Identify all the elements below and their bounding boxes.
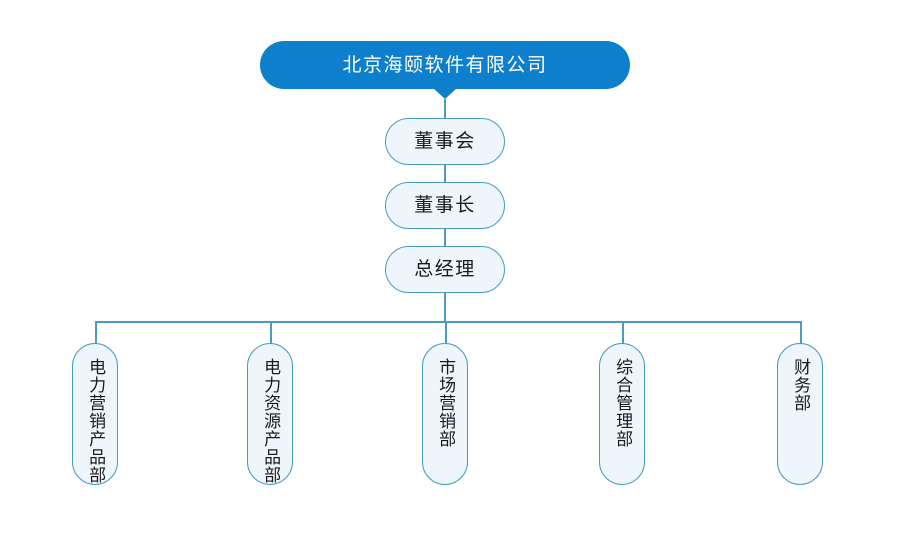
org-node-board-label: 董事会	[414, 130, 476, 152]
org-node-company-label: 北京海颐软件有限公司	[342, 53, 548, 76]
connector-drop-department-5	[800, 321, 802, 344]
org-node-department-3[interactable]: 市场营销部	[422, 343, 468, 485]
connector-drop-department-3	[445, 321, 447, 344]
root-connector-tail	[433, 88, 457, 99]
org-node-board[interactable]: 董事会	[385, 118, 505, 165]
connector-department-bus	[95, 321, 801, 323]
connector-drop-department-2	[270, 321, 272, 344]
connector-gm-to-bus	[444, 292, 446, 323]
connector-drop-department-1	[95, 321, 97, 344]
connector-board-to-chairman	[444, 164, 446, 183]
org-node-department-2-label: 电力资源产品部	[260, 358, 281, 484]
org-node-chairman[interactable]: 董事长	[385, 182, 505, 229]
org-node-department-1-label: 电力营销产品部	[85, 358, 106, 484]
connector-company-to-board	[444, 99, 446, 119]
org-node-department-2[interactable]: 电力资源产品部	[247, 343, 293, 485]
org-node-department-5[interactable]: 财务部	[777, 343, 823, 485]
org-node-general-manager-label: 总经理	[414, 258, 476, 280]
org-node-department-4[interactable]: 综合管理部	[599, 343, 645, 485]
org-node-company[interactable]: 北京海颐软件有限公司	[260, 41, 630, 89]
connector-drop-department-4	[622, 321, 624, 344]
org-node-chairman-label: 董事长	[414, 194, 476, 216]
org-node-department-1[interactable]: 电力营销产品部	[72, 343, 118, 485]
connector-chairman-to-gm	[444, 228, 446, 247]
org-node-department-5-label: 财务部	[790, 358, 811, 412]
org-node-general-manager[interactable]: 总经理	[385, 246, 505, 293]
org-node-department-4-label: 综合管理部	[612, 358, 633, 448]
org-node-department-3-label: 市场营销部	[435, 358, 456, 448]
